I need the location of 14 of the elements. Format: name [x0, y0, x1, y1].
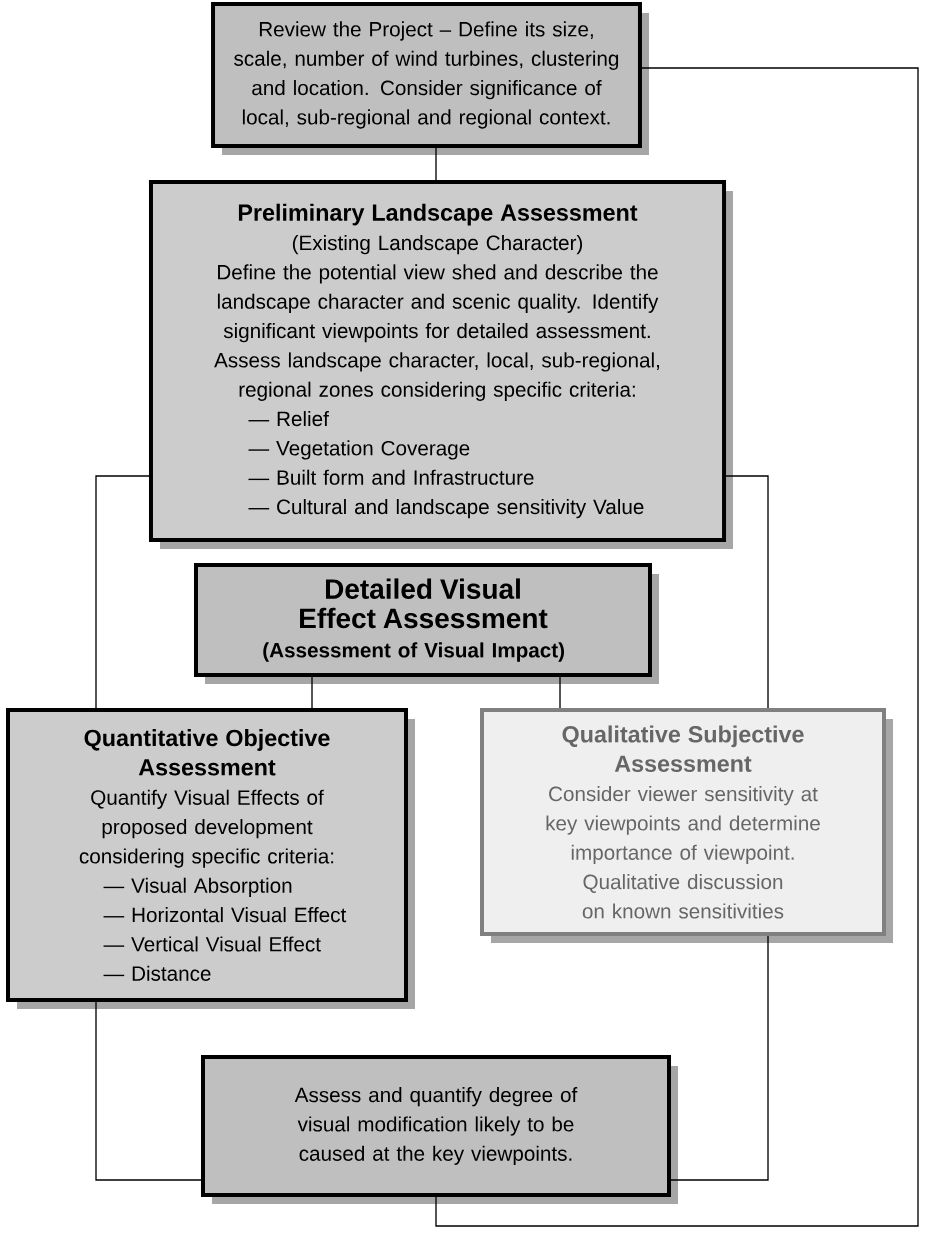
- connector-line: [435, 147, 437, 181]
- connector-line: [435, 67, 919, 1227]
- connector-line: [95, 1001, 202, 1181]
- connector-line: [670, 935, 769, 1181]
- connector-line: [725, 475, 769, 709]
- process-box: Review the Project – Define its size, scale, number of wind turbines, clustering and location. Consider significance of local, sub-regional and regional context.: [211, 2, 649, 155]
- process-box: Detailed Visual Effect Assessment (Assessment of Visual Impact): [194, 563, 659, 684]
- process-box: Preliminary Landscape Assessment (Existing Landscape Character) Define the potential view shed and describe the landscape character and scenic quality. Identify significant viewpoints for detailed assessment. Assess landscape character, local, sub-regional, regional zones considering specific criteria: — Relief — Vegetation Coverage — Built form and Infrastructure — Cultural and landscape sensitivity Value: [148, 180, 733, 549]
- connector-line: [311, 676, 313, 709]
- process-box: Quantitative Objective Assessment Quantify Visual Effects of proposed development considering specific criteria: — Visual Absorption — Horizontal Visual Effect — Vertical Visual Effect — Distance: [6, 708, 415, 1009]
- connector-line: [559, 676, 561, 709]
- process-box: Qualitative Subjective Assessment Consider viewer sensitivity at key viewpoints and determine importance of viewpoint. Qualitative discussion on known sensitivities: [480, 708, 893, 943]
- connector-line: [95, 475, 150, 709]
- process-box: Assess and quantify degree of visual modification likely to be caused at the key viewpoints.: [201, 1055, 678, 1204]
